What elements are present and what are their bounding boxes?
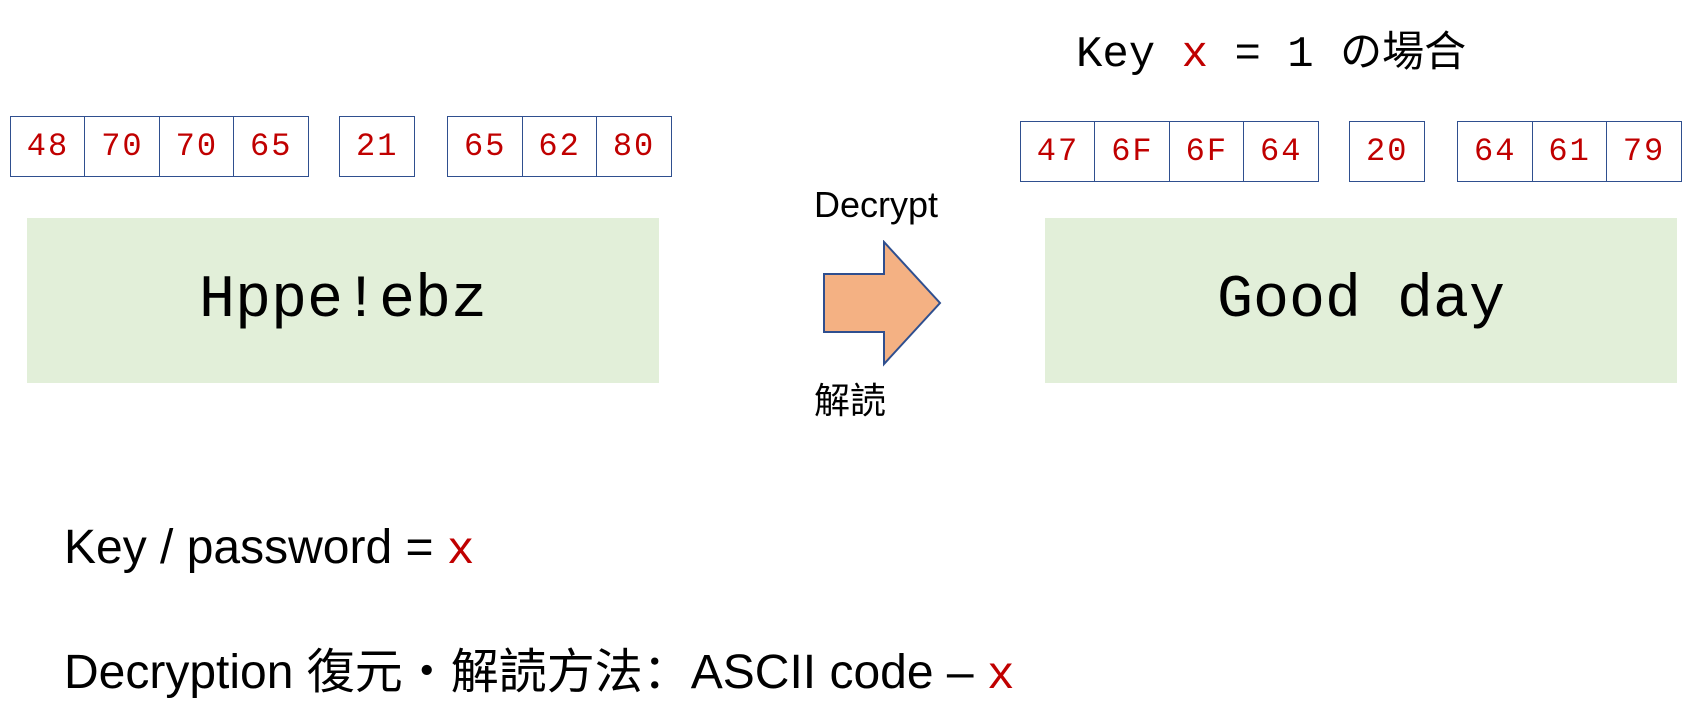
key-prefix: Key: [1076, 30, 1156, 80]
byte-group: 48 70 70 65: [10, 116, 310, 177]
byte-cell: 21: [339, 116, 416, 177]
decryption-method-text: Decryption 復元・解読方法：ASCII code –: [64, 646, 987, 699]
decrypt-label: Decrypt: [814, 184, 939, 225]
byte-cell: 70: [158, 116, 235, 177]
key-variable: x: [1181, 30, 1209, 80]
byte-cell: 79: [1606, 121, 1683, 182]
byte-cell: 6F: [1168, 121, 1245, 182]
byte-cell: 80: [596, 116, 673, 177]
decryption-method-line: Decryption 復元・解読方法：ASCII code – x: [64, 632, 1015, 702]
byte-cell: 62: [521, 116, 598, 177]
byte-cell: 64: [1457, 121, 1534, 182]
byte-group: 47 6F 6F 64: [1020, 121, 1320, 182]
byte-cell: 20: [1349, 121, 1426, 182]
encrypted-text-box: Hppe!ebz: [27, 218, 659, 383]
byte-cell: 48: [10, 116, 86, 177]
decrypted-byte-row: 47 6F 6F 64 20 64 61 79: [1020, 121, 1683, 182]
key-password-line: Key / password = x: [64, 520, 474, 577]
decryption-method-variable: x: [986, 650, 1015, 702]
key-example-title: Key x = 1 の場合: [1076, 22, 1466, 82]
key-suffix: の場合: [1340, 27, 1467, 76]
byte-group: 20: [1349, 121, 1426, 182]
byte-group: 64 61 79: [1457, 121, 1683, 182]
byte-group: 65 62 80: [447, 116, 673, 177]
byte-cell: 65: [233, 116, 310, 177]
right-arrow-icon: [823, 240, 942, 367]
byte-cell: 47: [1020, 121, 1096, 182]
encrypted-byte-row: 48 70 70 65 21 65 62 80: [10, 116, 673, 177]
byte-cell: 64: [1243, 121, 1320, 182]
byte-cell: 6F: [1094, 121, 1171, 182]
key-password-text: Key / password =: [64, 521, 447, 574]
key-equals-value: = 1: [1234, 30, 1314, 80]
byte-cell: 70: [84, 116, 161, 177]
byte-group: 21: [339, 116, 416, 177]
decrypt-label-ja: 解読: [814, 380, 887, 421]
byte-cell: 61: [1531, 121, 1608, 182]
byte-cell: 65: [447, 116, 524, 177]
key-password-variable: x: [446, 525, 475, 577]
decrypted-text-box: Good day: [1045, 218, 1677, 383]
